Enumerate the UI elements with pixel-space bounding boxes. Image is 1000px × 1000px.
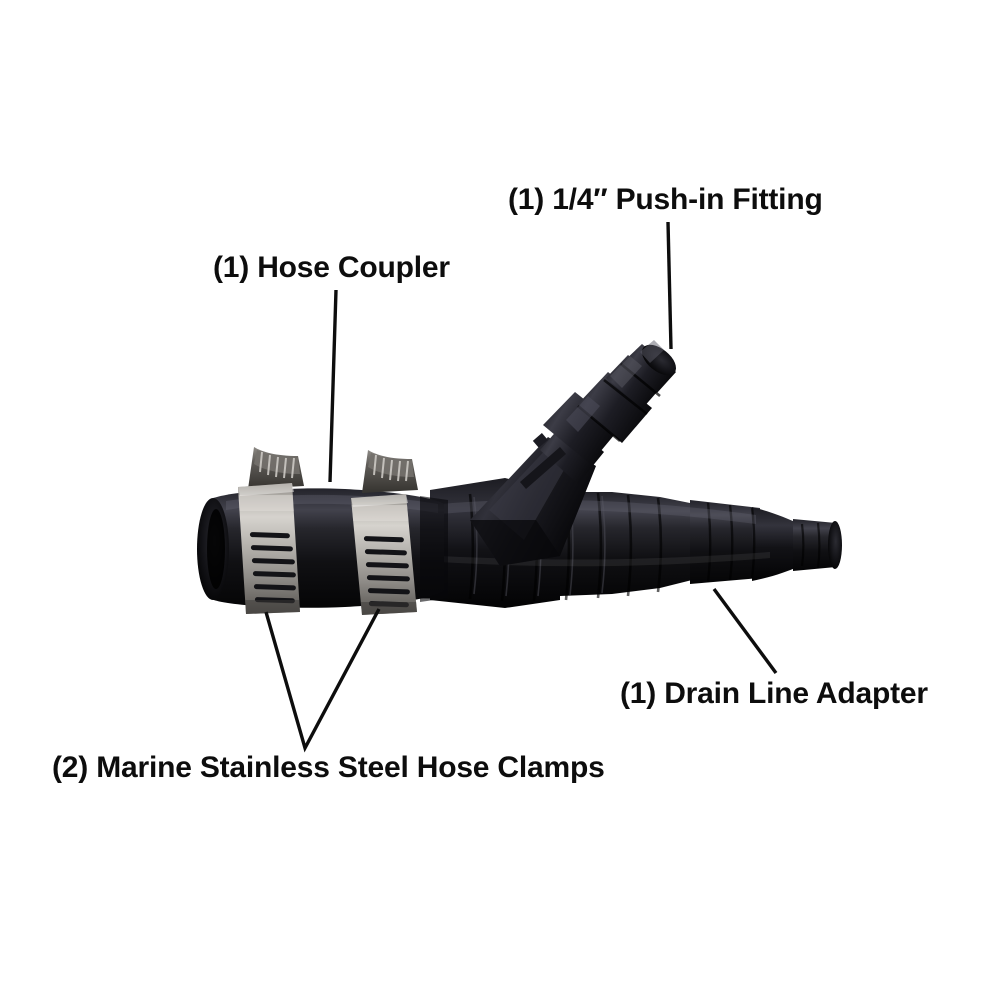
callout-label-push-in-fitting: (1) 1/4″ Push-in Fitting (508, 183, 823, 216)
leader-drain-line-adapter (712, 587, 778, 675)
leader-hose-coupler (328, 289, 338, 483)
callout-label-drain-line-adapter: (1) Drain Line Adapter (620, 677, 928, 710)
leader-hose-clamps (264, 608, 381, 753)
callout-label-hose-clamps: (2) Marine Stainless Steel Hose Clamps (52, 751, 605, 784)
leader-push-in-fitting (666, 221, 673, 350)
callout-label-hose-coupler: (1) Hose Coupler (213, 251, 450, 284)
